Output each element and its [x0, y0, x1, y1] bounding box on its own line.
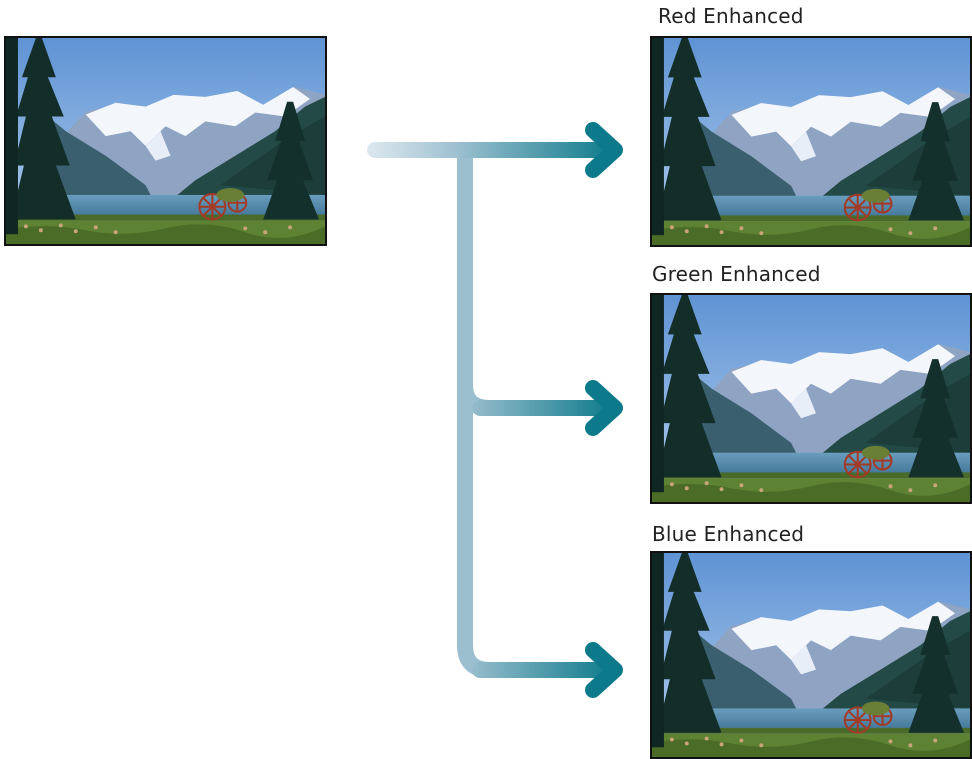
output-photo-blue: [650, 551, 972, 759]
output-label-blue: Blue Enhanced: [652, 522, 805, 546]
output-photo-red: [650, 36, 972, 247]
arrow-head-blue: [585, 642, 623, 698]
landscape-image: [652, 295, 970, 502]
landscape-image: [652, 38, 970, 245]
arrow-head-green: [585, 380, 623, 436]
output-label-green: Green Enhanced: [652, 262, 821, 286]
source-photo: [4, 36, 327, 246]
arrow-head-red: [585, 122, 623, 178]
output-photo-green: [650, 293, 972, 504]
landscape-image: [6, 38, 325, 244]
output-label-red: Red Enhanced: [658, 4, 804, 28]
landscape-image: [652, 553, 970, 757]
